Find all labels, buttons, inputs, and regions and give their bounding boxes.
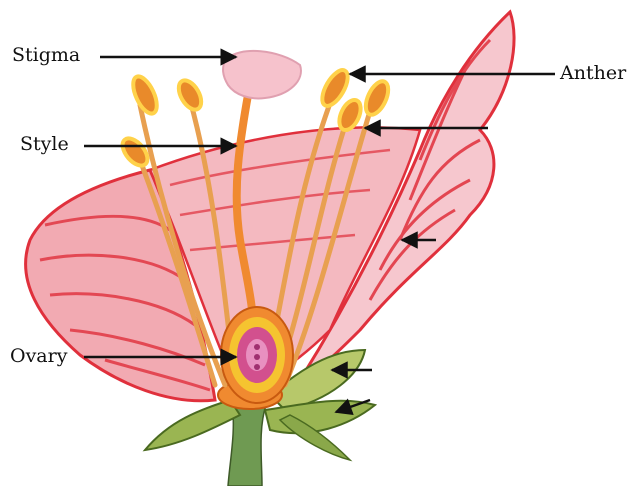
anther-label: Anther	[560, 64, 626, 83]
sepal-left	[145, 400, 240, 450]
ovary-label: Ovary	[10, 347, 67, 366]
anther-1	[128, 73, 161, 117]
ovary	[221, 307, 293, 403]
stigma-label: Stigma	[12, 46, 80, 65]
style-label: Style	[20, 135, 69, 154]
anther-6	[361, 78, 393, 118]
anther-2	[174, 77, 206, 114]
